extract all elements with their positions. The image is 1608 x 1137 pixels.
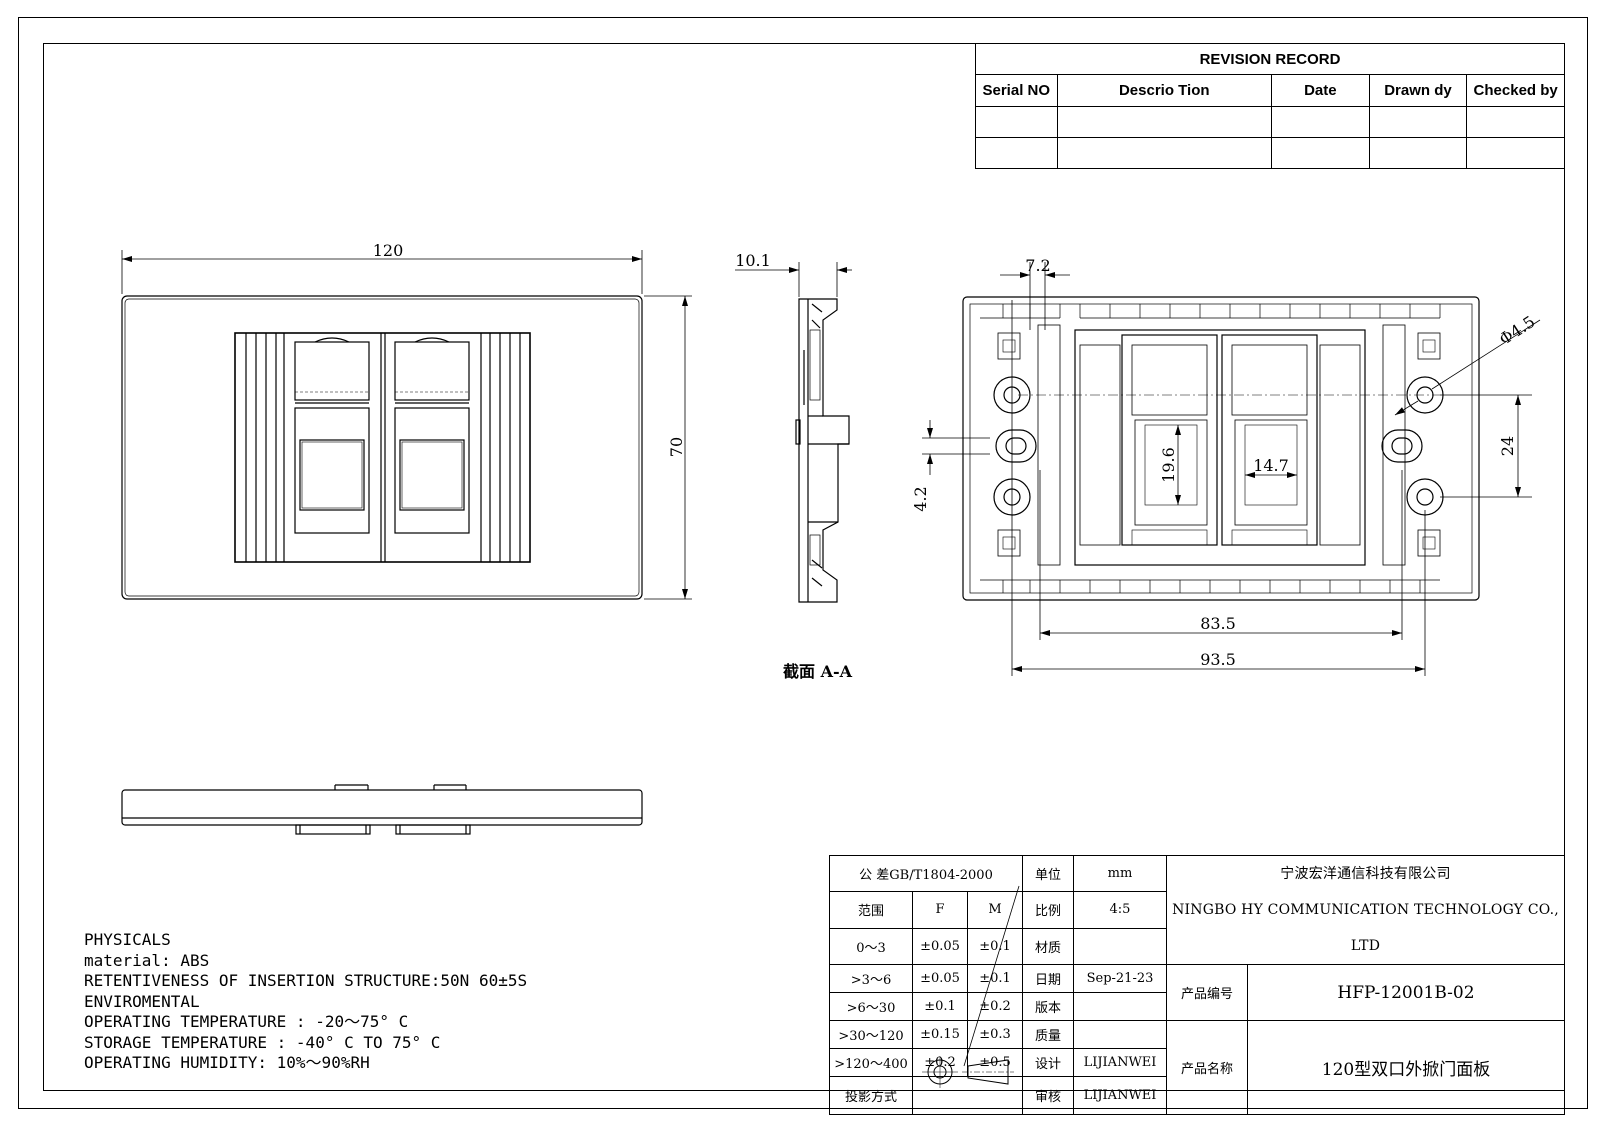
tol-m: ±0.1 xyxy=(967,964,1023,993)
tolerance-standard: 公 差GB/T1804-2000 xyxy=(829,854,1023,893)
tol-f: ±0.15 xyxy=(912,1020,968,1049)
projection-symbol-cell xyxy=(912,1076,1023,1115)
dim-rear-hole: Φ4.5 xyxy=(1496,312,1539,349)
dim-rear-4-2: 4.2 xyxy=(911,486,930,511)
tol-f: ±0.05 xyxy=(912,964,968,993)
title-block: 公 差GB/T1804-2000 单位 mm 宁波宏洋通信科技有限公司 NING… xyxy=(829,854,1565,1115)
product-name: 120型双口外掀门面板 xyxy=(1247,1020,1565,1115)
rev-cell xyxy=(1271,137,1370,169)
section-label: 截面 A-A xyxy=(783,662,853,681)
side-dim-lines xyxy=(735,262,852,297)
note-line: ENVIROMENTAL xyxy=(84,991,200,1011)
version-value xyxy=(1073,992,1167,1021)
quality-value xyxy=(1073,1020,1167,1049)
unit-value: mm xyxy=(1073,854,1167,893)
rev-cell xyxy=(975,137,1058,169)
rear-dim-lines xyxy=(922,262,1541,676)
range-label: 范围 xyxy=(829,891,913,929)
company-cn: 宁波宏洋通信科技有限公司 xyxy=(1280,866,1451,882)
material-label: 材质 xyxy=(1022,927,1074,966)
scale-value: 4:5 xyxy=(1073,891,1167,929)
dim-side-depth: 10.1 xyxy=(735,251,771,270)
tol-m: ±0.1 xyxy=(967,927,1023,966)
product-no: HFP-12001B-02 xyxy=(1247,964,1565,1021)
revision-record-table: REVISION RECORD Serial NO Descrio Tion D… xyxy=(975,43,1565,169)
tol-f: ±0.2 xyxy=(912,1048,968,1077)
rev-header-description: Descrio Tion xyxy=(1056,74,1273,107)
company-en: NINGBO HY COMMUNICATION TECHNOLOGY CO., … xyxy=(1172,902,1559,954)
revision-title: REVISION RECORD xyxy=(975,43,1565,75)
review-label: 审核 xyxy=(1022,1076,1074,1115)
product-name-label: 产品名称 xyxy=(1166,1020,1248,1115)
col-f-label: F xyxy=(912,891,968,929)
scale-label: 比例 xyxy=(1022,891,1074,929)
inner-frame xyxy=(43,43,1565,1091)
tol-range: >30～120 xyxy=(829,1020,913,1049)
note-line: material: ABS xyxy=(84,950,210,970)
note-line: RETENTIVENESS OF INSERTION STRUCTURE:50N… xyxy=(84,971,528,990)
designer-value: LIJIANWEI xyxy=(1073,1048,1167,1077)
product-no-label: 产品编号 xyxy=(1166,964,1248,1021)
outer-frame xyxy=(18,17,1588,1109)
rev-header-serial: Serial NO xyxy=(975,74,1058,107)
tol-range: >120～400 xyxy=(829,1048,913,1077)
tol-range: >3～6 xyxy=(829,964,913,993)
rev-cell xyxy=(1056,106,1273,138)
version-label: 版本 xyxy=(1022,992,1074,1021)
rear-view xyxy=(962,296,1480,601)
note-line: STORAGE TEMPERATURE : -40° C TO 75° C xyxy=(84,1032,441,1052)
tol-range: 0～3 xyxy=(829,927,913,966)
projection-label: 投影方式 xyxy=(829,1076,913,1115)
rev-cell xyxy=(1368,106,1468,138)
dim-rear-93-5: 93.5 xyxy=(1200,650,1236,669)
rev-cell xyxy=(1466,137,1565,169)
quality-label: 质量 xyxy=(1022,1020,1074,1049)
designer-label: 设计 xyxy=(1022,1048,1074,1077)
rev-cell xyxy=(1368,137,1468,169)
company-block: 宁波宏洋通信科技有限公司 NINGBO HY COMMUNICATION TEC… xyxy=(1166,855,1565,965)
note-line: OPERATING HUMIDITY: 10%～90%RH xyxy=(84,1053,370,1072)
tol-m: ±0.5 xyxy=(967,1048,1023,1077)
unit-label: 单位 xyxy=(1022,854,1074,893)
dim-rear-24: 24 xyxy=(1498,436,1517,456)
date-label: 日期 xyxy=(1022,964,1074,993)
front-view xyxy=(121,295,643,600)
material-value xyxy=(1073,927,1167,966)
tol-range: >6～30 xyxy=(829,992,913,1021)
dim-rear-14-7: 14.7 xyxy=(1253,456,1289,475)
rev-cell xyxy=(1056,137,1273,169)
review-value: LIJIANWEI xyxy=(1073,1076,1167,1115)
note-line: OPERATING TEMPERATURE : -20～75° C xyxy=(84,1012,409,1031)
dim-front-width: 120 xyxy=(373,241,404,260)
bottom-edge-view xyxy=(121,784,643,835)
dim-rear-19-6: 19.6 xyxy=(1159,447,1178,483)
front-dim-lines xyxy=(121,250,692,600)
tol-f: ±0.05 xyxy=(912,927,968,966)
note-line: PHYSICALS xyxy=(84,930,171,949)
tol-f: ±0.1 xyxy=(912,992,968,1021)
date-value: Sep-21-23 xyxy=(1073,964,1167,993)
dim-rear-83-5: 83.5 xyxy=(1200,614,1236,633)
tol-m: ±0.2 xyxy=(967,992,1023,1021)
rev-cell xyxy=(1466,106,1565,138)
tol-m: ±0.3 xyxy=(967,1020,1023,1049)
side-section-view xyxy=(795,298,850,603)
dim-front-height: 70 xyxy=(667,437,686,457)
rev-header-drawn: Drawn dy xyxy=(1368,74,1468,107)
dim-rear-7-2: 7.2 xyxy=(1025,256,1050,275)
col-m-label: M xyxy=(967,891,1023,929)
